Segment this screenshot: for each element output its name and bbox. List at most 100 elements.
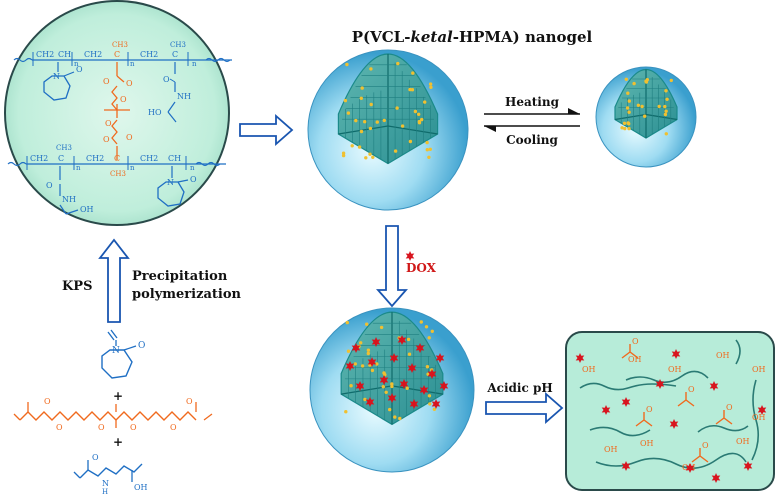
dox-star	[399, 379, 409, 389]
crosslink-dot	[341, 153, 346, 158]
chem-n: n	[190, 164, 195, 172]
crosslink-dot	[636, 103, 641, 108]
acetone-oxygen-label: O	[632, 337, 639, 346]
acetone-oxygen-label: O	[702, 441, 709, 450]
crosslink-dot	[383, 373, 387, 377]
crosslink-dot	[341, 151, 346, 155]
dox-star	[351, 343, 361, 353]
dox-star	[379, 375, 389, 385]
chem-n: n	[192, 60, 197, 68]
crosslink-dot	[413, 109, 418, 114]
nanogel-mesh-small	[614, 68, 678, 139]
dox-star	[439, 381, 449, 391]
cooling-label: Cooling	[506, 133, 558, 147]
released-dox-star	[621, 397, 631, 407]
crosslink-dot	[428, 82, 433, 86]
chem-o: O	[126, 133, 133, 142]
chem-n: n	[76, 164, 81, 172]
chem-n-atom: N	[167, 178, 174, 187]
degraded-polymer-chains	[579, 339, 760, 469]
acetone-oxygen-label: O	[726, 403, 733, 412]
degraded-chain	[589, 426, 651, 437]
chem-ch2: CH2	[30, 154, 48, 163]
degraded-oh-label: OH	[752, 365, 766, 374]
crosslink-dot	[424, 325, 429, 329]
released-dox-star	[669, 419, 679, 429]
crosslink-dot	[375, 362, 379, 366]
chem-n: n	[74, 60, 79, 68]
crosslink-dot	[365, 322, 369, 326]
chem-o: O	[46, 181, 53, 190]
chem-ch2: CH2	[84, 50, 102, 59]
chem-ch2: CH2	[86, 154, 104, 163]
crosslink-dot	[346, 111, 351, 115]
chem-o: O	[138, 341, 145, 351]
chem-n: n	[130, 164, 135, 172]
chem-o: O	[120, 95, 127, 104]
arrow-down-dox	[376, 225, 408, 308]
chem-c: C	[58, 154, 64, 163]
degraded-oh-label: OH	[736, 437, 750, 446]
arrow-up-polymerization	[98, 238, 130, 323]
top-backbone: CH2 CH n CH2 C CH3 n CH2 C CH3 n	[13, 41, 232, 68]
degraded-oh-label: OH	[628, 355, 642, 364]
chem-o: O	[56, 423, 63, 432]
crosslink-dot	[344, 410, 348, 414]
chem-oh: OH	[80, 205, 94, 214]
crosslink-dot	[427, 336, 431, 340]
chem-o: O	[105, 119, 112, 128]
released-dox-star	[709, 381, 719, 391]
plus-sign: +	[113, 435, 123, 449]
crosslink-dot	[395, 106, 399, 110]
dox-star	[355, 381, 365, 391]
crosslink-dot	[643, 114, 647, 118]
chem-ch3: CH3	[110, 170, 126, 178]
crosslink-dot	[384, 390, 388, 394]
mesh-edge	[338, 125, 389, 135]
crosslink-dot	[623, 126, 627, 131]
degraded-chain	[735, 339, 741, 365]
crosslink-dot	[626, 121, 630, 125]
crosslink-dot	[428, 402, 432, 406]
crosslink-dot	[346, 349, 351, 353]
dox-star	[367, 357, 377, 367]
dox-star	[389, 353, 399, 363]
crosslink-dot	[428, 147, 432, 151]
crosslink-dot	[396, 61, 400, 66]
crosslink-dot	[393, 415, 397, 419]
polymerization-label: polymerization	[132, 287, 241, 302]
mesh-edge	[391, 385, 443, 395]
dox-star	[427, 369, 437, 379]
crosslink-dot	[627, 126, 631, 131]
crosslink-dot	[644, 80, 649, 84]
chem-n-atom: N	[53, 72, 60, 81]
crosslink-dot	[425, 140, 429, 145]
chem-o: O	[190, 175, 197, 184]
plus-sign: +	[113, 389, 123, 403]
dox-star-icon	[405, 251, 415, 261]
crosslink-dot	[388, 407, 392, 412]
crosslink-dot	[345, 320, 349, 325]
crosslink-dot	[359, 129, 364, 134]
crosslink-dot	[411, 71, 415, 75]
mesh-edge	[614, 113, 647, 121]
crosslink-dot	[381, 385, 385, 389]
degraded-chain	[625, 370, 709, 384]
crosslink-dot	[632, 81, 636, 86]
crosslink-dot	[371, 155, 375, 159]
crosslink-dot	[417, 112, 421, 117]
chem-n: n	[130, 60, 135, 68]
dox-star	[387, 393, 397, 403]
chem-o: O	[76, 65, 83, 74]
crosslink-dot	[366, 348, 371, 352]
crosslink-dot	[427, 394, 432, 398]
monomer-vcl: N O	[101, 329, 145, 379]
chem-o: O	[170, 423, 177, 432]
chem-ch3: CH3	[112, 41, 128, 49]
chem-ch: CH	[58, 50, 71, 59]
chem-ch3: CH3	[56, 144, 72, 152]
nanogel-sphere-small	[595, 66, 697, 168]
crosslink-dot	[425, 148, 429, 152]
chem-h-atom: H	[102, 488, 108, 495]
